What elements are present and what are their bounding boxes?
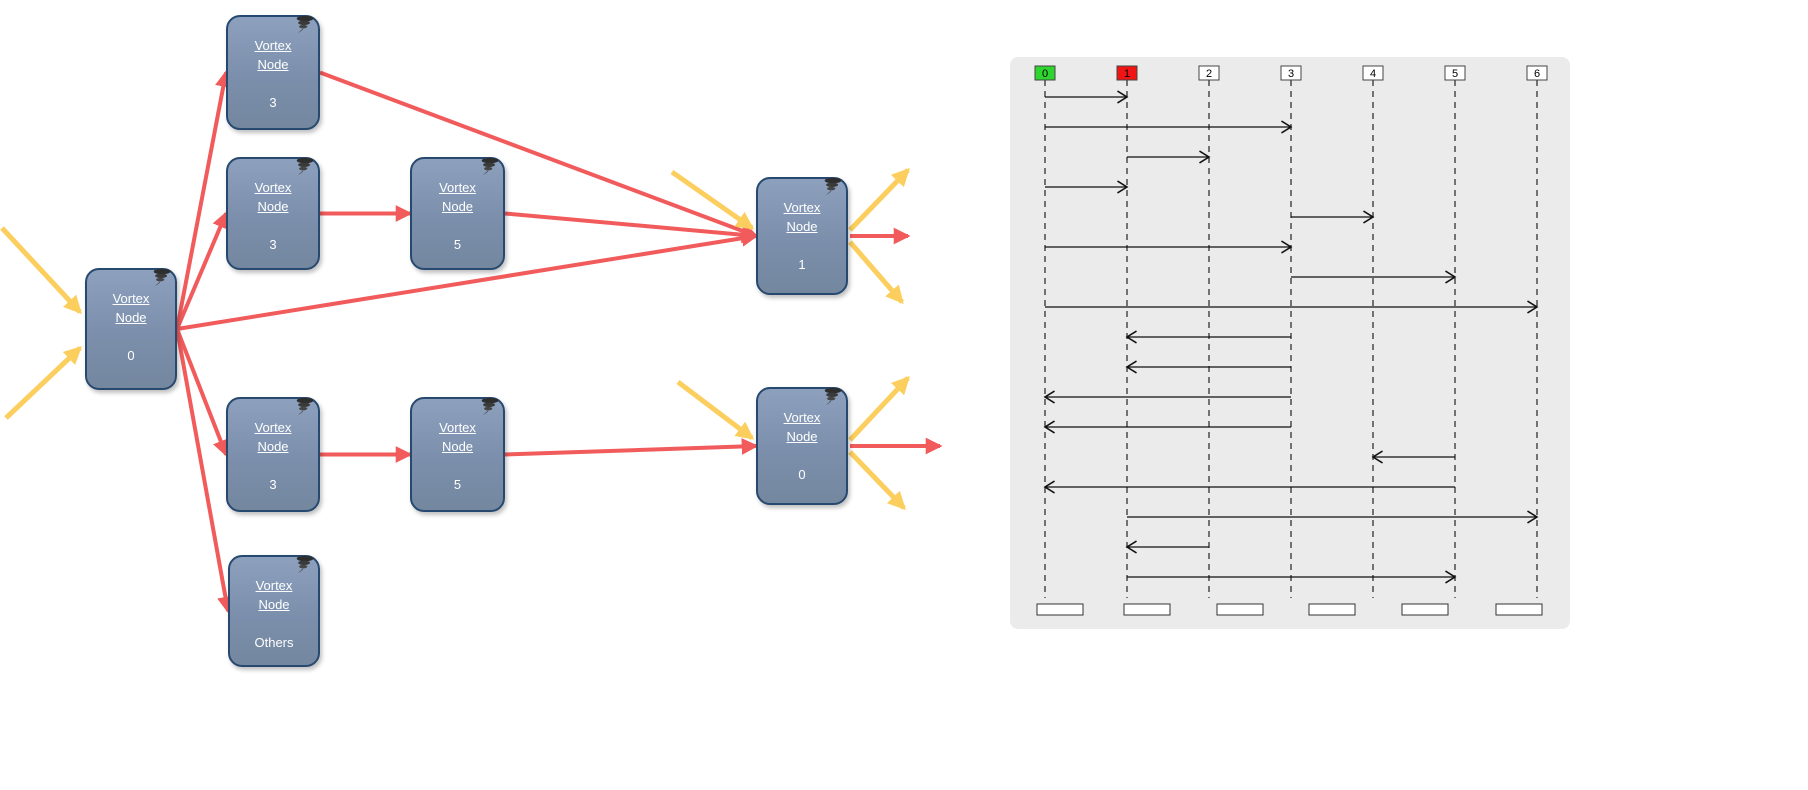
external-flow-arrow xyxy=(848,376,910,442)
vortex-node-title-line1: Vortex xyxy=(783,410,821,425)
vortex-node-title-line1: Vortex xyxy=(254,38,292,53)
activation-box xyxy=(1216,603,1264,616)
vortex-node-title-line2: Node xyxy=(786,428,818,444)
vortex-node-title-line2: Node xyxy=(257,438,289,454)
lifeline-header-label: 0 xyxy=(1042,68,1048,80)
external-flow-arrow xyxy=(676,380,755,440)
lifeline-header-label: 2 xyxy=(1206,68,1212,80)
vortex-node-title-line1: Vortex xyxy=(254,180,292,195)
flow-edge-root-to-others xyxy=(175,328,234,614)
lifeline-header-label: 4 xyxy=(1370,68,1376,80)
vortex-node-value: 0 xyxy=(798,466,806,482)
flow-edge-top-3-to-out-1 xyxy=(319,70,759,239)
vortex-node-title-line2: Node xyxy=(115,309,147,325)
vortex-node-title-line1: Vortex xyxy=(439,420,476,435)
external-flow-arrow xyxy=(0,226,82,314)
vortex-node-value: 5 xyxy=(453,476,462,492)
tornado-icon xyxy=(479,156,501,178)
lifeline-header-label: 1 xyxy=(1124,68,1130,80)
vortex-node-title-line2: Node xyxy=(257,198,289,214)
external-flow-arrow xyxy=(848,240,904,305)
lifeline-header-box-4[interactable] xyxy=(1362,65,1384,81)
vortex-node-value: 3 xyxy=(269,476,277,492)
external-flow-arrow xyxy=(670,169,755,231)
tornado-icon xyxy=(294,554,316,576)
vortex-node-title-line1: Vortex xyxy=(112,291,150,306)
lifeline-header-box-5[interactable] xyxy=(1444,65,1466,81)
tornado-icon xyxy=(479,396,501,418)
tornado-icon xyxy=(822,176,844,198)
vortex-node-value: Others xyxy=(254,634,294,650)
tornado-icon xyxy=(294,14,316,36)
vortex-node-title-line1: Vortex xyxy=(439,180,476,195)
external-flow-arrow xyxy=(4,346,82,420)
sequence-chart: 0 1 2 3 4 5 6 xyxy=(1034,65,1548,616)
flow-edge-mid-5-to-out-1 xyxy=(504,211,759,244)
lifeline-header-box-1[interactable] xyxy=(1116,65,1138,81)
lifeline-header-label: 5 xyxy=(1452,68,1458,80)
flow-edge-root-to-out-1 xyxy=(176,229,759,331)
flow-edge-root-to-top-3 xyxy=(175,70,232,330)
tornado-icon xyxy=(822,386,844,408)
vortex-node-title-line2: Node xyxy=(441,438,474,454)
external-flow-arrow xyxy=(848,168,910,232)
vortex-node-title-line1: Vortex xyxy=(254,420,292,435)
activation-box xyxy=(1401,603,1449,616)
vortex-node-value: 1 xyxy=(798,256,806,272)
activation-box xyxy=(1495,603,1543,616)
lifeline-header-label: 6 xyxy=(1534,68,1540,80)
external-flow-arrow xyxy=(848,450,906,510)
flow-edge-low-5-to-out-0 xyxy=(504,438,759,457)
vortex-node-value: 3 xyxy=(269,236,277,252)
tornado-icon xyxy=(294,156,316,178)
lifeline-header-box-6[interactable] xyxy=(1526,65,1548,81)
activation-box xyxy=(1308,603,1356,616)
sequence-chart-panel: 0 1 2 3 4 5 6 xyxy=(1010,57,1570,629)
lifeline-header-box-3[interactable] xyxy=(1280,65,1302,81)
activation-box xyxy=(1036,603,1084,616)
tornado-icon xyxy=(151,267,173,289)
vortex-node-title-line2: Node xyxy=(257,56,289,72)
vortex-node-value: 0 xyxy=(127,347,135,363)
vortex-node-title-line2: Node xyxy=(258,596,290,612)
lifeline-header-box-2[interactable] xyxy=(1198,65,1220,81)
flow-edge-root-to-mid-3 xyxy=(175,211,229,330)
tornado-icon xyxy=(294,396,316,418)
activation-box xyxy=(1123,603,1171,616)
vortex-node-title-line1: Vortex xyxy=(255,578,293,593)
vortex-node-title-line1: Vortex xyxy=(783,200,821,215)
vortex-node-value: 5 xyxy=(453,236,462,252)
vortex-node-value: 3 xyxy=(269,94,277,110)
lifeline-header-label: 3 xyxy=(1288,68,1294,80)
lifeline-header-box-0[interactable] xyxy=(1034,65,1056,81)
flow-edge-root-to-low-3 xyxy=(175,328,229,457)
vortex-node-title-line2: Node xyxy=(786,218,818,234)
vortex-node-title-line2: Node xyxy=(441,198,474,214)
